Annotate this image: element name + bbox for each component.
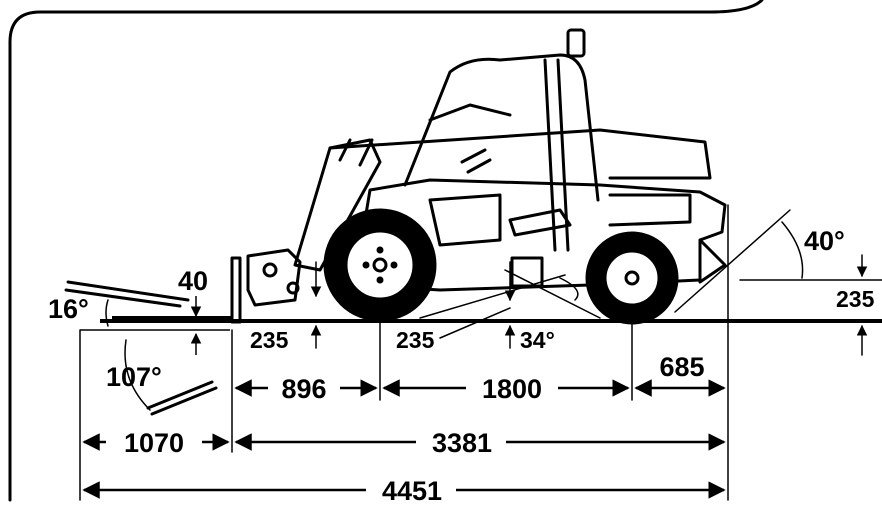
- label-front-overhang: 896: [281, 374, 326, 404]
- label-front-clearance: 235: [250, 327, 289, 353]
- construction-lines: [79, 204, 882, 501]
- chassis: [358, 178, 727, 292]
- label-ramp-angle: 34°: [520, 327, 555, 353]
- steering-wheel-icon: [460, 148, 492, 174]
- label-mid-clearance: 235: [396, 327, 435, 353]
- telehandler-machine: [230, 28, 727, 325]
- cab-frame: [403, 53, 600, 202]
- fork-carriage: [230, 256, 242, 324]
- label-fork-length: 1070: [124, 428, 184, 458]
- label-wheelbase: 1800: [482, 374, 542, 404]
- page-frame: [8, 0, 764, 502]
- label-fork-rotation-angle: 107°: [106, 362, 162, 392]
- label-rear-clearance: 235: [836, 286, 875, 312]
- beacon-icon: [566, 28, 586, 58]
- label-rear-overhang: 685: [659, 352, 704, 382]
- label-fork-thickness: 40: [178, 266, 208, 296]
- front-wheel: [323, 208, 437, 322]
- rear-wheel: [585, 231, 679, 325]
- label-departure-angle: 40°: [804, 226, 845, 256]
- label-machine-length: 3381: [432, 428, 492, 458]
- dimension-labels: 896 1800 685 1070 3381 4451 16° 40 107° …: [48, 226, 875, 506]
- label-overall-length: 4451: [382, 476, 442, 506]
- fork-details: [64, 280, 232, 416]
- label-fork-tilt-angle: 16°: [48, 294, 89, 324]
